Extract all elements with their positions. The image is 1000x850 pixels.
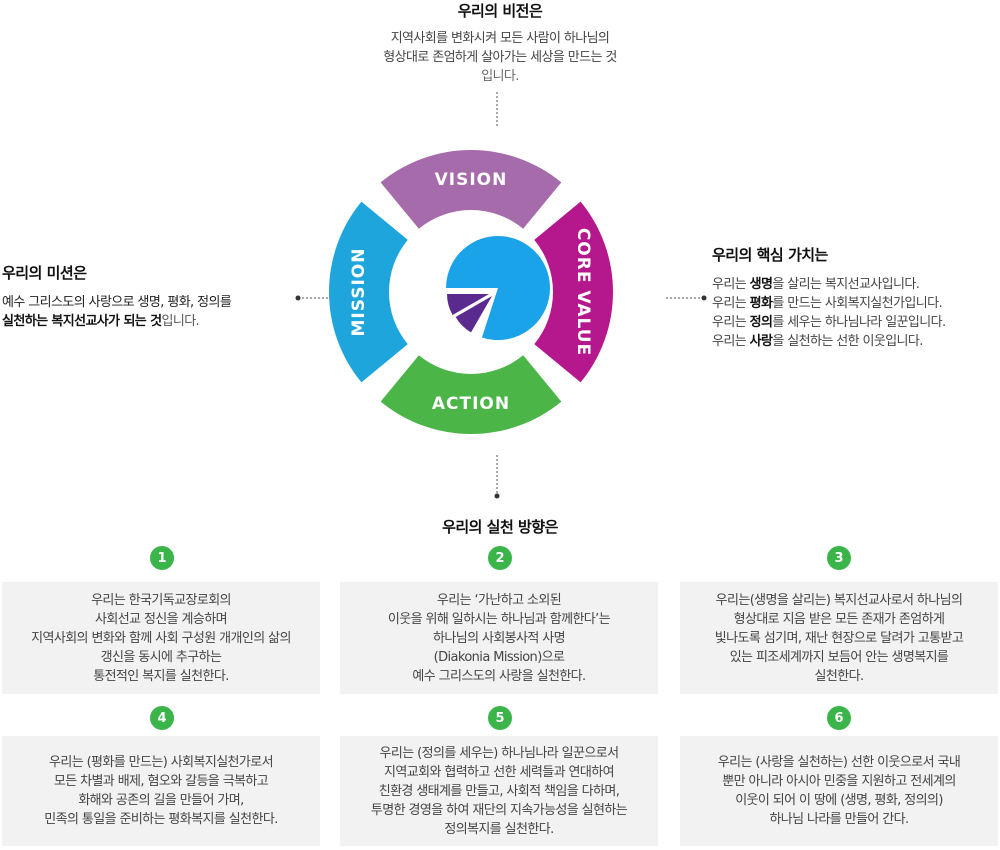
- card-line: 우리는 한국기독교장로회의: [91, 592, 231, 608]
- card-line: 정의복지를 실천한다.: [444, 821, 554, 837]
- card-line: 친환경 생태계를 만들고, 사회적 책임을 다하며,: [378, 783, 620, 799]
- pie-slice-small: [447, 294, 489, 315]
- mission-label: MISSION: [349, 248, 369, 337]
- card-line: 지역교회와 협력하고 선한 세력들과 연대하여: [384, 764, 615, 780]
- card-line: 이웃이 되어 이 땅에 (생명, 평화, 정의의): [735, 793, 943, 808]
- center-pie-icon: [446, 235, 551, 340]
- card-line: 예수 그리스도의 사랑을 실천한다.: [412, 668, 586, 684]
- vision-heading: 우리의 비전은: [457, 2, 543, 20]
- mission-line: 예수 그리스도의 사랑으로 생명, 평화, 정의를: [2, 295, 232, 310]
- core-value-item: 우리는 평화를 만드는 사회복지실천가입니다.: [712, 294, 1000, 313]
- core-value-list: 우리는 생명을 살리는 복지선교사입니다. 우리는 평화를 만드는 사회복지실천…: [712, 275, 1000, 351]
- number-badge: 1: [150, 546, 174, 570]
- mission-segment: [329, 201, 408, 383]
- core-value-item: 우리는 사랑을 실천하는 선한 이웃입니다.: [712, 332, 1000, 351]
- card-text: 우리는 (정의를 세우는) 하나님나라 일꾼으로서 지역교회와 협력하고 선한 …: [370, 744, 628, 839]
- mission-line: 실천하는 복지선교사가 되는 것입니다.: [2, 312, 302, 331]
- card-line: 화해와 공존의 길을 만들어 가며,: [78, 793, 244, 808]
- card-line: 형상대로 지음 받은 모든 존재가 존엄하게: [733, 611, 945, 627]
- action-segment: [380, 355, 562, 434]
- vision-label: VISION: [435, 170, 508, 190]
- card-text: 우리는 (사랑을 실천하는) 선한 이웃으로서 국내 뿐만 아니라 아시아 민중…: [717, 753, 961, 829]
- core-value-segment: [534, 201, 613, 383]
- practice-card-3: 우리는(생명을 살리는) 복지선교사로서 하나님의 형상대로 지음 받은 모든 …: [680, 582, 998, 694]
- card-line: 뿐만 아니라 아시아 민중을 지원하고 전세계의: [722, 774, 956, 789]
- card-line: 있는 피조세계까지 보듬어 안는 생명복지를: [729, 649, 949, 665]
- card-line: 하나님의 사회봉사적 사명: [432, 630, 566, 646]
- vision-line: 형상대로 존엄하게 살아가는 세상을 만드는 것: [383, 50, 617, 65]
- practice-card-5: 우리는 (정의를 세우는) 하나님나라 일꾼으로서 지역교회와 협력하고 선한 …: [340, 736, 658, 846]
- connector-dot: [701, 295, 707, 301]
- practice-heading: 우리의 실천 방향은: [442, 518, 558, 536]
- pie-slice-large: [446, 235, 551, 340]
- vision-segment: [380, 149, 562, 229]
- ring-labels: VISION CORE VALUE ACTION MISSION: [349, 170, 593, 414]
- card-line: 우리는 (평화를 만드는) 사회복지실천가로서: [48, 755, 274, 770]
- vision-line: 지역사회를 변화시켜 모든 사람이 하나님의: [390, 31, 610, 46]
- core-bold: 평화: [749, 296, 773, 311]
- mission-text: 예수 그리스도의 사랑으로 생명, 평화, 정의를 실천하는 복지선교사가 되는…: [2, 293, 302, 331]
- number-badge: 5: [488, 706, 512, 730]
- core-pre: 우리는: [712, 334, 750, 349]
- value-ring-diagram: VISION CORE VALUE ACTION MISSION: [295, 92, 707, 499]
- core-pre: 우리는: [712, 315, 750, 330]
- practice-card-1: 우리는 한국기독교장로회의 사회선교 정신을 계승하며 지역사회의 변화와 함께…: [2, 582, 320, 694]
- core-bold: 사랑: [749, 334, 773, 349]
- card-text: 우리는 한국기독교장로회의 사회선교 정신을 계승하며 지역사회의 변화와 함께…: [31, 591, 291, 686]
- number-badge: 4: [150, 706, 174, 730]
- mission-tail: 입니다.: [161, 314, 200, 329]
- number-badge: 2: [488, 546, 512, 570]
- card-line: 사회선교 정신을 계승하며: [94, 611, 228, 627]
- card-line: 지역사회의 변화와 함께 사회 구성원 개개인의 삶의: [31, 630, 291, 646]
- card-text: 우리는 ‘가난하고 소외된 이웃을 위해 일하시는 하나님과 함께한다’는 하나…: [387, 591, 611, 686]
- core-pre: 우리는: [712, 296, 750, 311]
- core-post: 을 실천하는 선한 이웃입니다.: [772, 334, 923, 349]
- practice-card-6: 우리는 (사랑을 실천하는) 선한 이웃으로서 국내 뿐만 아니라 아시아 민중…: [680, 736, 998, 846]
- number-badge: 3: [827, 546, 851, 570]
- card-line: 우리는 (사랑을 실천하는) 선한 이웃으로서 국내: [717, 755, 961, 770]
- card-line: 민족의 통일을 준비하는 평화복지를 실천한다.: [44, 812, 278, 827]
- card-line: 하나님 나라를 만들어 간다.: [769, 812, 909, 827]
- card-line: 이웃을 위해 일하시는 하나님과 함께한다’는: [387, 611, 611, 627]
- core-value-label: CORE VALUE: [573, 228, 593, 356]
- vision-block: 우리의 비전은 지역사회를 변화시켜 모든 사람이 하나님의 형상대로 존엄하게…: [320, 0, 680, 86]
- card-line: 우리는 (정의를 세우는) 하나님나라 일꾼으로서: [379, 745, 620, 761]
- core-value-block: 우리의 핵심 가치는 우리는 생명을 살리는 복지선교사입니다. 우리는 평화를…: [712, 244, 1000, 351]
- core-value-item: 우리는 정의를 세우는 하나님나라 일꾼입니다.: [712, 313, 1000, 332]
- core-post: 를 만드는 사회복지실천가입니다.: [772, 296, 942, 311]
- core-bold: 생명: [749, 277, 773, 292]
- connector-dot: [494, 493, 500, 499]
- core-value-heading: 우리의 핵심 가치는: [712, 246, 828, 264]
- connector-dot: [295, 295, 301, 301]
- core-bold: 정의: [749, 315, 773, 330]
- card-line: (Diakonia Mission)으로: [433, 649, 565, 665]
- action-label: ACTION: [432, 394, 510, 414]
- vision-tail: 입니다.: [481, 69, 519, 84]
- card-line: 우리는(생명을 살리는) 복지선교사로서 하나님의: [715, 592, 963, 608]
- card-line: 우리는 ‘가난하고 소외된: [436, 592, 562, 608]
- card-text: 우리는(생명을 살리는) 복지선교사로서 하나님의 형상대로 지음 받은 모든 …: [714, 591, 964, 686]
- mission-bold: 실천하는 복지선교사가 되는 것: [2, 314, 162, 329]
- ring-segments: [329, 149, 613, 434]
- card-line: 갱신을 동시에 추구하는: [100, 649, 222, 665]
- core-post: 를 세우는 하나님나라 일꾼입니다.: [772, 315, 946, 330]
- mission-heading: 우리의 미션은: [2, 264, 87, 282]
- practice-card-4: 우리는 (평화를 만드는) 사회복지실천가로서 모든 차별과 배제, 혐오와 갈…: [2, 736, 320, 846]
- card-line: 모든 차별과 배제, 혐오와 갈등을 극복하고: [53, 774, 269, 789]
- vision-text: 지역사회를 변화시켜 모든 사람이 하나님의 형상대로 존엄하게 살아가는 세상…: [320, 29, 680, 86]
- card-text: 우리는 (평화를 만드는) 사회복지실천가로서 모든 차별과 배제, 혐오와 갈…: [44, 753, 278, 829]
- core-post: 을 살리는 복지선교사입니다.: [772, 277, 920, 292]
- card-line: 통전적인 복지를 실천한다.: [93, 668, 229, 684]
- connector-lines: [295, 92, 707, 499]
- pie-slice-small: [455, 296, 492, 333]
- card-line: 빛나도록 섬기며, 재난 현장으로 달려가 고통받고: [714, 630, 964, 646]
- number-badge: 6: [827, 706, 851, 730]
- mission-block: 우리의 미션은 예수 그리스도의 사랑으로 생명, 평화, 정의를 실천하는 복…: [2, 262, 302, 331]
- card-line: 투명한 경영을 하여 재단의 지속가능성을 실현하는: [370, 802, 628, 818]
- core-value-item: 우리는 생명을 살리는 복지선교사입니다.: [712, 275, 1000, 294]
- core-pre: 우리는: [712, 277, 750, 292]
- card-line: 실천한다.: [814, 668, 865, 684]
- practice-card-2: 우리는 ‘가난하고 소외된 이웃을 위해 일하시는 하나님과 함께한다’는 하나…: [340, 582, 658, 694]
